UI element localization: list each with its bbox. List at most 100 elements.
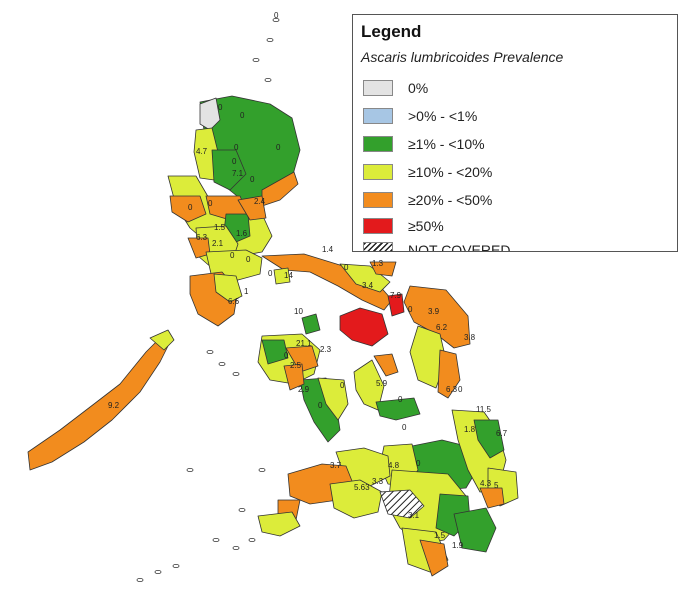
prevalence-label: 7.1 — [232, 169, 244, 178]
province-region — [285, 345, 319, 373]
legend-item-50pct: ≥50% — [363, 217, 444, 235]
province-region — [437, 349, 461, 399]
prevalence-label: 2.9 — [298, 385, 310, 394]
province-region — [273, 267, 291, 285]
island-speck — [186, 467, 194, 472]
legend-swatch — [363, 136, 393, 152]
province-region — [213, 273, 243, 303]
prevalence-label: 2.5 — [290, 361, 302, 370]
province-region — [403, 285, 471, 349]
prevalence-label: 0 — [246, 255, 251, 264]
legend-label: NOT COVERED — [408, 242, 511, 252]
province-region — [369, 261, 397, 277]
legend-item-0pct: 0% — [363, 79, 428, 97]
province-region — [453, 507, 497, 553]
prevalence-label: 4.3 — [480, 479, 492, 488]
legend-swatch — [363, 164, 393, 180]
map-legend: Legend Ascaris lumbricoides Prevalence 0… — [352, 14, 678, 252]
legend-swatch — [363, 108, 393, 124]
legend-item-under-1pct: >0% - <1% — [363, 107, 477, 125]
prevalence-label: 3.3 — [372, 477, 384, 486]
legend-swatch — [363, 80, 393, 96]
legend-item-10-20pct: ≥10% - <20% — [363, 163, 492, 181]
prevalence-label: 6.2 — [436, 323, 448, 332]
island-speck — [232, 546, 240, 551]
province-region — [339, 307, 389, 347]
province-region — [261, 339, 289, 365]
province-region — [199, 97, 221, 131]
prevalence-label: 4.8 — [388, 461, 400, 470]
island-speck — [238, 507, 246, 512]
legend-swatch-hatch — [363, 242, 393, 251]
province-region — [373, 353, 399, 377]
prevalence-label: 7.9 — [390, 291, 402, 300]
prevalence-label: 0 — [230, 251, 235, 260]
legend-label: ≥10% - <20% — [408, 164, 493, 180]
island-speck — [266, 38, 274, 43]
island-speck — [212, 538, 220, 543]
prevalence-label: 3.4 — [362, 281, 374, 290]
prevalence-label: 3.7 — [330, 461, 342, 470]
prevalence-label: 0 — [274, 11, 279, 20]
prevalence-label: 2.4 — [254, 197, 266, 206]
legend-item-20-50pct: ≥20% - <50% — [363, 191, 492, 209]
prevalence-label: 0 — [458, 385, 463, 394]
prevalence-label: 11.5 — [476, 405, 492, 414]
province-region — [419, 539, 449, 577]
province-region — [329, 479, 383, 519]
island-speck — [206, 349, 214, 354]
prevalence-label: 0 — [340, 381, 345, 390]
prevalence-label: 3.9 — [428, 307, 440, 316]
island-speck — [232, 371, 240, 376]
prevalence-label: 1.9 — [452, 541, 464, 550]
province-region — [301, 313, 321, 335]
province-region — [375, 397, 421, 421]
not-covered-region — [379, 489, 425, 519]
legend-label: ≥20% - <50% — [408, 192, 493, 208]
prevalence-label: 6.7 — [496, 429, 508, 438]
province-region — [211, 149, 247, 191]
prevalence-label: 0 — [240, 111, 245, 120]
prevalence-label: 0 — [402, 423, 407, 432]
legend-title: Legend — [361, 22, 422, 41]
prevalence-label: 5.9 — [376, 379, 388, 388]
prevalence-label: 0 — [398, 395, 403, 404]
prevalence-label: 0 — [188, 203, 193, 212]
province-region — [261, 253, 393, 311]
prevalence-label: 5.63 — [354, 483, 370, 492]
prevalence-label: 6.3 — [446, 385, 458, 394]
province-region — [479, 487, 505, 509]
prevalence-label: 1.5 — [434, 531, 446, 540]
prevalence-label: 14 — [284, 271, 293, 280]
prevalence-label: 1.5 — [214, 223, 226, 232]
prevalence-label: 2.3 — [320, 345, 332, 354]
prevalence-label: 0 — [232, 157, 237, 166]
prevalence-label: 0 — [218, 103, 223, 112]
prevalence-label: 1.4 — [322, 245, 334, 254]
legend-subtitle: Ascaris lumbricoides Prevalence — [361, 49, 564, 65]
prevalence-label: 0 — [318, 401, 323, 410]
legend-item-1-10pct: ≥1% - <10% — [363, 135, 485, 153]
province-region — [387, 293, 405, 317]
prevalence-label: 4.7 — [196, 147, 208, 156]
island-speck — [136, 578, 144, 583]
prevalence-label: 0 — [284, 351, 289, 360]
island-speck — [272, 17, 280, 22]
island-speck — [258, 467, 266, 472]
prevalence-label: 0 — [268, 269, 273, 278]
prevalence-label: 0 — [276, 143, 281, 152]
island-speck — [252, 58, 260, 63]
prevalence-label: 5 — [494, 481, 499, 490]
prevalence-label: 0 — [208, 199, 213, 208]
province-region — [27, 333, 173, 471]
province-region — [257, 511, 301, 537]
legend-label: ≥1% - <10% — [408, 136, 485, 152]
island-speck — [154, 570, 162, 575]
legend-label: 0% — [408, 80, 429, 96]
province-region — [339, 263, 391, 293]
prevalence-label: 21.1 — [296, 339, 312, 348]
prevalence-label: 6.3 — [196, 233, 208, 242]
prevalence-label: 3.1 — [408, 511, 420, 520]
prevalence-label: 1.3 — [372, 259, 384, 268]
prevalence-label: 0 — [234, 143, 239, 152]
